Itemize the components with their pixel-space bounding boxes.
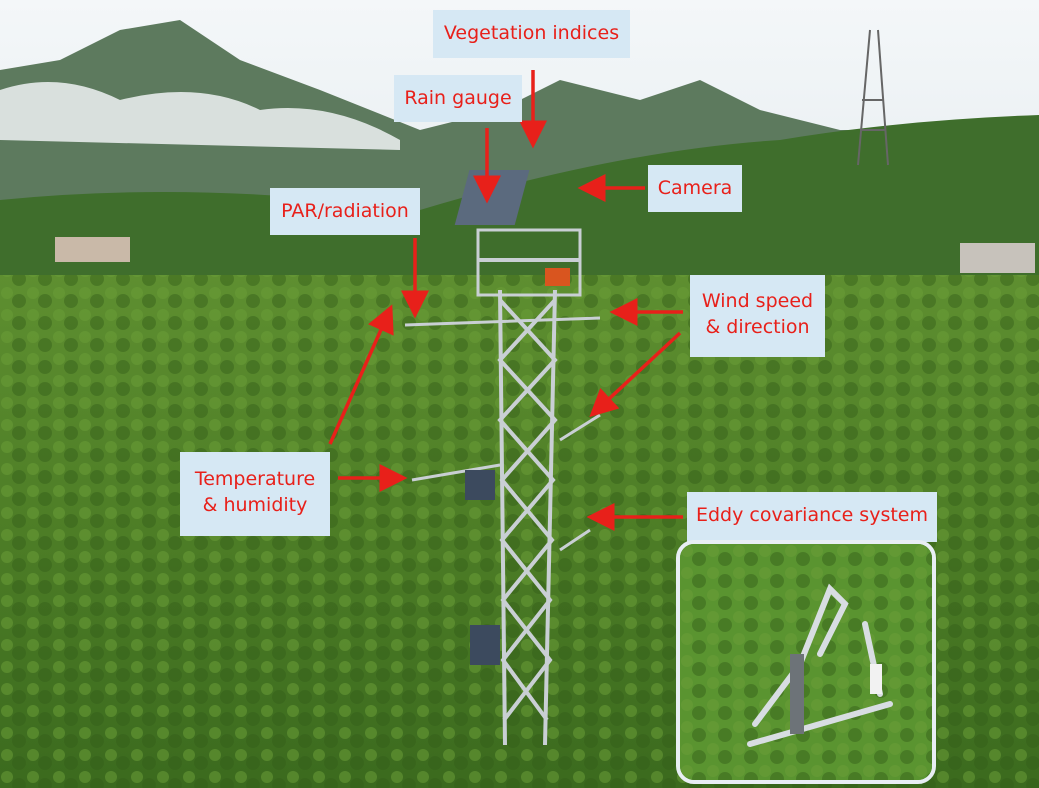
logger-box: [545, 268, 570, 286]
label-text: PAR/radiation: [281, 200, 409, 222]
label-text: & direction: [705, 316, 810, 338]
label-text: Eddy covariance system: [695, 504, 928, 526]
solar-panel: [465, 470, 495, 500]
label-text: Wind speed: [701, 290, 814, 312]
label-vegetation-indices: Vegetation indices: [433, 10, 630, 58]
label-wind: Wind speed & direction: [690, 275, 825, 357]
label-text: & humidity: [202, 494, 308, 516]
building: [55, 237, 130, 262]
solar-panel: [470, 625, 500, 665]
flux-tower: [404, 228, 601, 746]
label-par-radiation: PAR/radiation: [270, 188, 420, 235]
label-text: Temperature: [194, 468, 316, 490]
clouds: [0, 82, 400, 150]
building: [960, 243, 1035, 273]
label-rain-gauge: Rain gauge: [394, 75, 522, 122]
label-text: Vegetation indices: [443, 22, 620, 44]
annotation-arrows: [328, 70, 683, 531]
eddy-covariance-inset-photo: [676, 540, 936, 784]
hills: [0, 115, 1039, 300]
eddy-covariance-instrument: [680, 544, 932, 780]
label-camera: Camera: [648, 165, 742, 212]
label-temperature-humidity: Temperature & humidity: [180, 452, 330, 536]
radio-mast: [857, 29, 889, 166]
label-text: Rain gauge: [404, 87, 512, 109]
label-text: Camera: [657, 177, 733, 199]
label-eddy-covariance: Eddy covariance system: [687, 492, 937, 542]
